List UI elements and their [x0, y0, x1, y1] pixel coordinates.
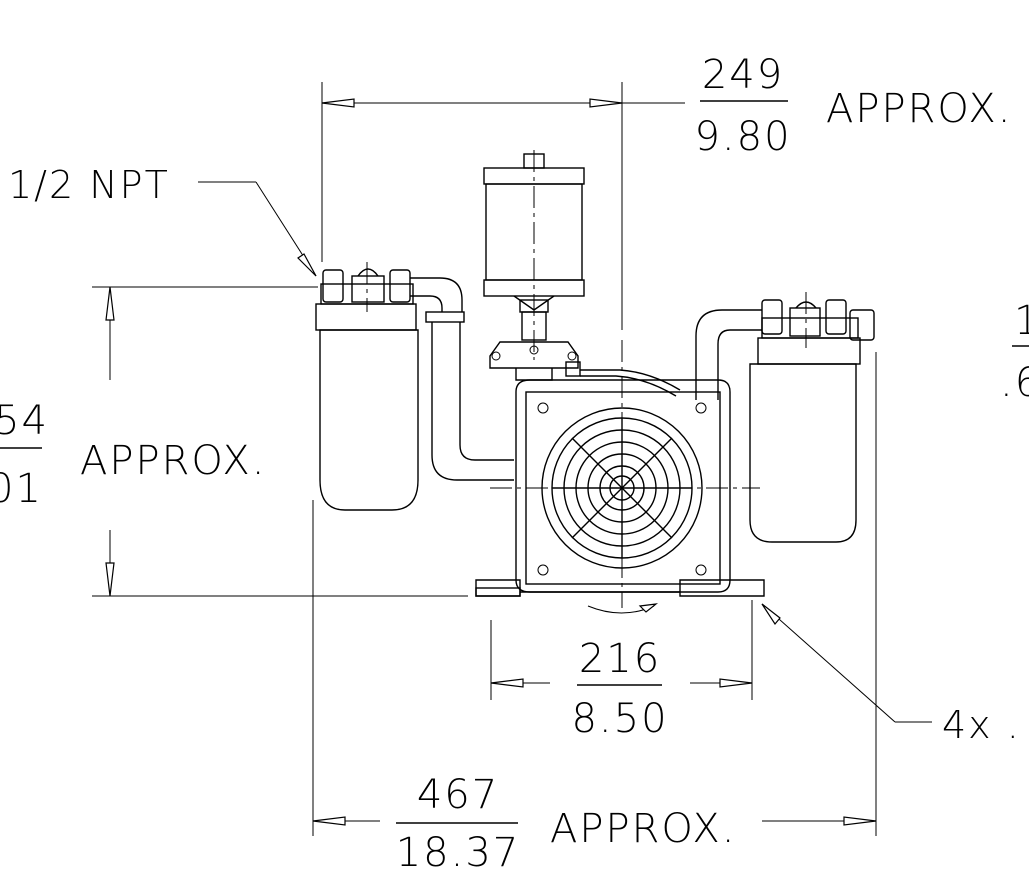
left-canister — [315, 262, 514, 511]
npt-callout: 1/2 NPT — [8, 163, 317, 277]
mounting-holes-label: 4x . — [942, 703, 1021, 747]
mounting-holes-callout: 4x . — [761, 603, 1021, 747]
overall-width-imperial: 18.37 — [396, 830, 521, 869]
left-height-dimension: 54 01 APPROX. — [0, 286, 468, 597]
base-width-dimension: 216 8.50 — [490, 600, 753, 742]
left-height-metric: 54 — [0, 398, 49, 444]
oil-mist-filter — [483, 150, 681, 397]
overall-width-approx: APPROX. — [550, 806, 736, 852]
base-width-metric: 216 — [579, 636, 661, 682]
right-partial-imperial: .6 — [1000, 360, 1029, 406]
right-canister — [695, 292, 875, 543]
npt-callout-label: 1/2 NPT — [8, 163, 170, 207]
base-width-imperial: 8.50 — [571, 696, 668, 742]
overall-width-dimension: 467 18.37 APPROX. — [312, 352, 877, 869]
right-partial-metric: 1 — [1014, 298, 1029, 344]
overall-width-metric: 467 — [417, 772, 499, 818]
motor-housing — [475, 340, 765, 614]
top-width-dimension: 249 9.80 APPROX. — [321, 52, 1012, 330]
left-height-imperial: 01 — [0, 466, 43, 512]
top-width-metric: 249 — [702, 52, 784, 98]
left-height-approx: APPROX. — [80, 438, 266, 484]
top-width-imperial: 9.80 — [694, 114, 791, 160]
top-width-approx: APPROX. — [826, 86, 1012, 132]
right-partial-dimension: 1 .6 — [1000, 298, 1029, 406]
